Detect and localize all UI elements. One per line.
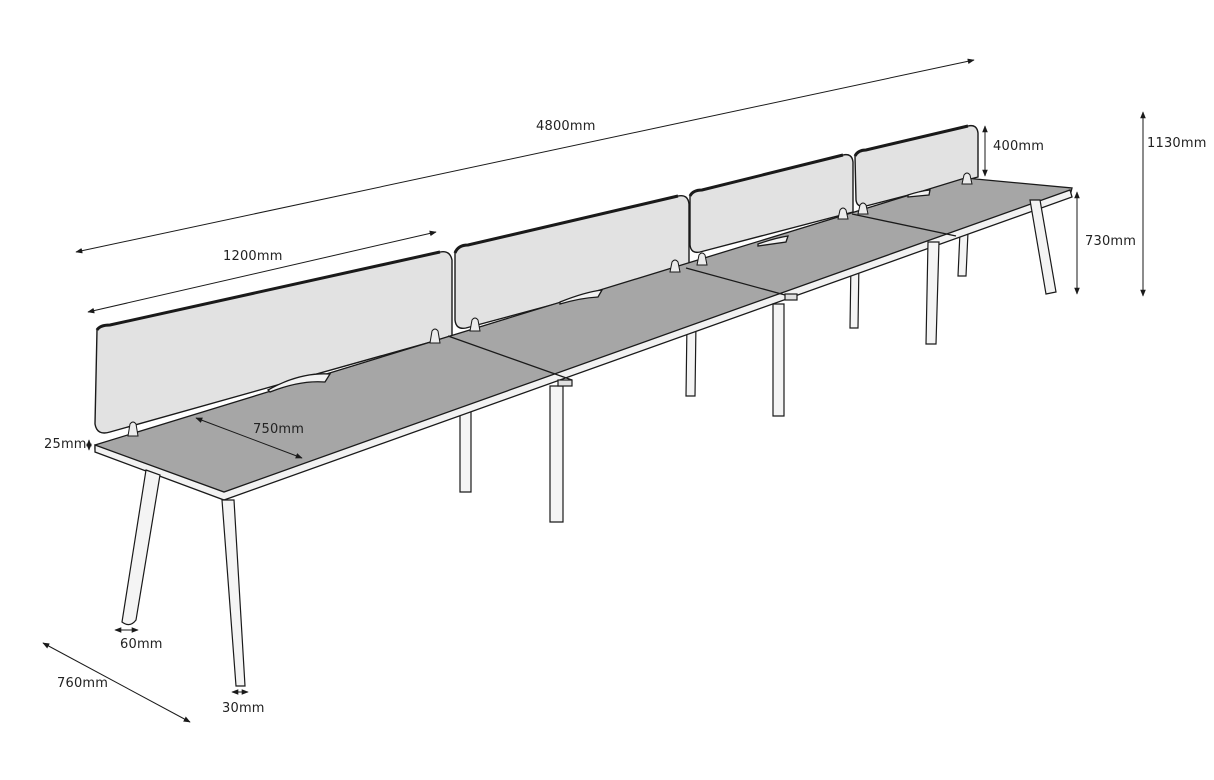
leg-front-left-angled [121, 469, 161, 626]
label-desk-length: 1200mm [223, 249, 283, 264]
label-desk-depth: 750mm [253, 422, 305, 437]
dimension-lines [42, 58, 1146, 723]
label-overall-height: 1130mm [1147, 136, 1207, 151]
label-foot-width: 60mm [120, 637, 163, 652]
leg-mid-1 [549, 385, 564, 523]
dim-4800 [75, 58, 975, 254]
label-leg-width: 30mm [222, 701, 265, 716]
leg-front-left-straight [221, 499, 246, 687]
dim-760 [42, 642, 191, 723]
label-top-thickness: 25mm [44, 437, 87, 452]
dim-750 [195, 417, 303, 459]
leg-mid-2 [772, 303, 785, 417]
leg-right-angled [1029, 199, 1057, 295]
leg-mid-3 [925, 241, 940, 345]
desktop-front-edge [94, 189, 1073, 501]
label-screen-height: 400mm [993, 139, 1045, 154]
rear-legs [459, 231, 969, 493]
label-overall-depth: 760mm [57, 676, 109, 691]
front-legs [121, 199, 1057, 687]
label-total-length: 4800mm [536, 119, 596, 134]
dim-1200 [87, 230, 437, 314]
label-desk-height: 730mm [1085, 234, 1137, 249]
